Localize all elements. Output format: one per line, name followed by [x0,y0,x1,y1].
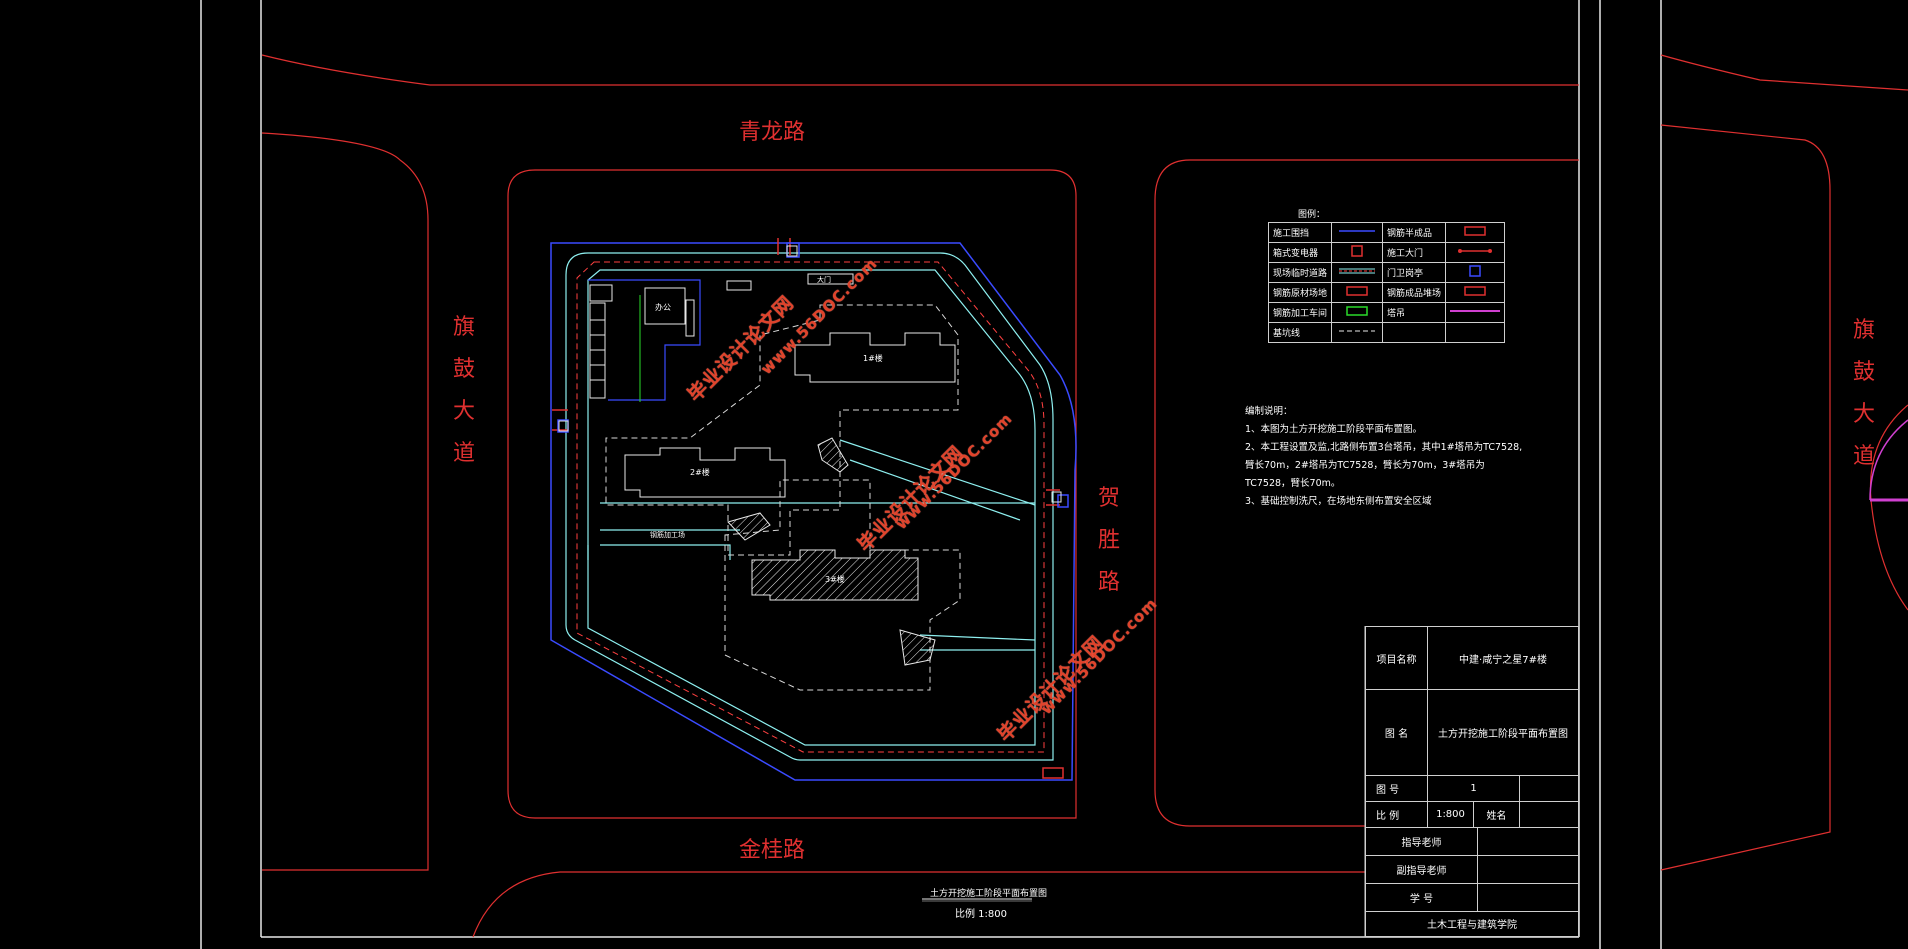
title-block: 项目名称 中建·咸宁之星7#楼 图 名 土方开挖施工阶段平面布置图 图 号 1 … [1365,626,1579,937]
design-notes: 编制说明： 1、本图为土方开挖施工阶段平面布置图。 2、本工程设置及监,北路侧布… [1245,403,1523,511]
scale-label: 比 例 [1366,801,1428,827]
notes-line: 2、本工程设置及监,北路侧布置3台塔吊，其中1#塔吊为TC7528, [1245,442,1523,453]
plan-caption-underline [922,898,1032,902]
notes-line: TC7528，臂长70m。 [1245,478,1341,489]
legend-row: 钢筋原材场地 钢筋成品堆场 [1267,282,1506,303]
legend-symbol [1331,222,1384,243]
road-label-south: 金桂路 [739,838,806,863]
legend-label: 箱式变电器 [1267,242,1333,263]
building-3-hatched [751,549,919,601]
warehouse-label: 钢筋加工场 [650,531,685,539]
excavation-pit-line [605,304,961,691]
legend-label: 钢筋成品堆场 [1382,282,1447,303]
drawing-name-label: 图 名 [1366,689,1428,775]
temporary-site-road [565,252,1054,761]
road-label-west: 旗鼓大道 [452,315,475,466]
site-office-label: 办公 [655,303,671,312]
legend-symbol [1331,262,1384,283]
building-label-3: 3#楼 [825,575,845,584]
guard-houses [557,242,1069,508]
sub-supervisor-value [1478,855,1578,883]
notes-line: 3、基础控制洗尺，在场地东侧布置安全区域 [1245,496,1432,507]
sub-supervisor-label: 副指导老师 [1366,855,1478,883]
plan-caption-title: 土方开挖施工阶段平面布置图 [930,889,1048,899]
legend-row: 箱式变电器 施工大门 [1267,242,1506,263]
notes-line: 1、本图为土方开挖施工阶段平面布置图。 [1245,424,1423,435]
legend-title: 图例： [1298,210,1326,220]
school-name: 土木工程与建筑学院 [1427,920,1517,931]
legend-row: 施工围挡 钢筋半成品 [1267,222,1506,243]
legend-label: 基坑线 [1267,322,1333,343]
drawing-no-label: 图 号 [1366,775,1428,801]
building-label-2: 2#楼 [690,468,710,477]
site-office-block [589,284,695,399]
legend-symbol [1331,242,1384,263]
building-label-1: 1#楼 [863,354,883,363]
legend-symbol [1331,302,1384,323]
road-label-east: 贺胜路 [1097,486,1120,595]
legend-row: 基坑线 [1267,322,1506,343]
drawing-name-value: 土方开挖施工阶段平面布置图 [1438,728,1568,740]
scale-value: 1:800 [1428,801,1474,827]
drawing-no-extra [1520,775,1578,801]
site-tags [558,245,1062,503]
supervisor-label: 指导老师 [1366,827,1478,855]
legend-table: 施工围挡 钢筋半成品箱式变电器 施工大门现场临时道路 门卫岗亭钢筋原材场地 钢筋成品堆场… [1267,222,1506,343]
legend-symbol [1331,282,1384,303]
legend-symbol [1445,322,1506,343]
sign-label: 姓名 [1474,801,1520,827]
legend-symbol [1445,282,1506,303]
drawing-no-value: 1 [1428,775,1520,801]
supervisor-value [1478,827,1578,855]
legend-row: 钢筋加工车间 塔吊 [1267,302,1506,323]
legend-symbol [1445,242,1506,263]
legend-symbol [1331,322,1384,343]
legend-label: 施工围挡 [1267,222,1333,243]
legend-label: 现场临时道路 [1267,262,1333,283]
building-outlines [624,332,956,498]
ramp-3 [899,629,936,666]
legend-label: 钢筋加工车间 [1267,302,1333,323]
crane-radius-arc [1869,419,1908,501]
legend-label: 塔吊 [1382,302,1447,323]
road-label-north: 青龙路 [739,120,806,145]
plan-caption-scale: 比例 1:800 [955,909,1007,920]
construction-fence [550,242,1077,781]
legend-label: 钢筋半成品 [1382,222,1447,243]
road-lines [261,54,1908,938]
notes-title: 编制说明： [1245,406,1293,417]
project-name-label: 项目名称 [1366,627,1428,689]
sign-value [1520,801,1578,827]
legend-label [1382,322,1447,343]
legend-symbol [1445,262,1506,283]
office-dimension-lines [588,279,701,401]
legend-label: 钢筋原材场地 [1267,282,1333,303]
legend-symbol [1445,222,1506,243]
legend-symbol [1445,302,1506,323]
gate-label: 大门 [817,276,831,284]
legend-row: 现场临时道路 门卫岗亭 [1267,262,1506,283]
student-no-value [1478,883,1578,911]
notes-line: 臂长70m，2#塔吊为TC7528，臂长为70m，3#塔吊为 [1245,460,1485,471]
legend-label: 施工大门 [1382,242,1447,263]
road-label-west-right-sheet: 旗鼓大道 [1852,318,1875,469]
student-no-label: 学 号 [1366,883,1478,911]
ramp-1 [817,437,849,473]
project-name-value: 中建·咸宁之星7#楼 [1459,654,1547,666]
legend-label: 门卫岗亭 [1382,262,1447,283]
ramp-2 [727,512,771,541]
